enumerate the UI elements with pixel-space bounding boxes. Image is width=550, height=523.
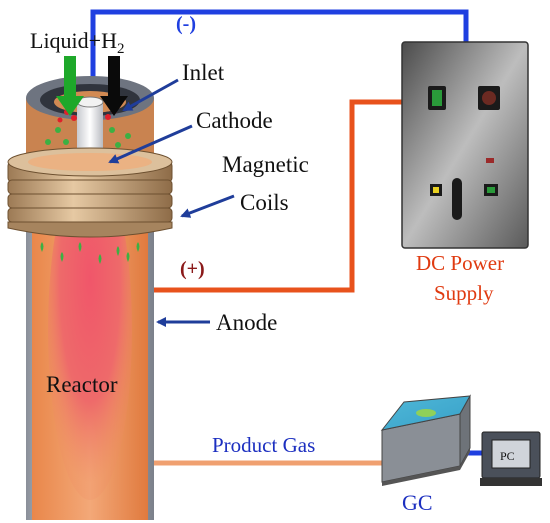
indicator-light xyxy=(486,158,494,163)
magnetic-label: Magnetic xyxy=(222,152,309,177)
magnetic-coils xyxy=(7,147,173,238)
inlet-dot xyxy=(57,117,63,123)
liquid-h2-subscript: 2 xyxy=(117,41,125,57)
gc-unit xyxy=(380,394,471,486)
liquid-h2-label: Liquid+H2 xyxy=(30,28,124,57)
inlet-dot xyxy=(71,115,77,121)
liquid-inlet-arrow xyxy=(56,56,84,116)
h2-inlet-arrow xyxy=(100,56,128,116)
psu-slot xyxy=(452,178,462,220)
negative-label: (-) xyxy=(176,13,196,35)
reactor xyxy=(7,76,173,520)
cathode-label: Cathode xyxy=(196,108,273,133)
reactor-label: Reactor xyxy=(46,372,118,397)
pc-unit xyxy=(480,431,542,486)
coils-label: Coils xyxy=(240,190,289,215)
dc-power-label: DC Power xyxy=(416,251,504,275)
pc-label: PC xyxy=(500,449,515,463)
product-gas-label: Product Gas xyxy=(212,433,315,457)
coils-pointer-arrow xyxy=(180,194,235,218)
dc-power-supply xyxy=(401,41,529,249)
anode-label: Anode xyxy=(216,310,277,335)
inlet-pointer-arrow xyxy=(122,78,179,112)
falling-droplets xyxy=(40,242,140,264)
supply-label: Supply xyxy=(434,281,494,305)
cathode-pointer-arrow xyxy=(108,124,193,164)
negative-wire xyxy=(90,9,469,120)
positive-label: (+) xyxy=(180,258,205,280)
gc-label: GC xyxy=(402,490,433,515)
plasma-region xyxy=(48,160,132,500)
positive-wire xyxy=(152,99,402,293)
inlet-dot xyxy=(105,114,111,120)
liquid-h2-main: Liquid+H xyxy=(30,28,117,53)
inlet-label: Inlet xyxy=(182,60,225,85)
